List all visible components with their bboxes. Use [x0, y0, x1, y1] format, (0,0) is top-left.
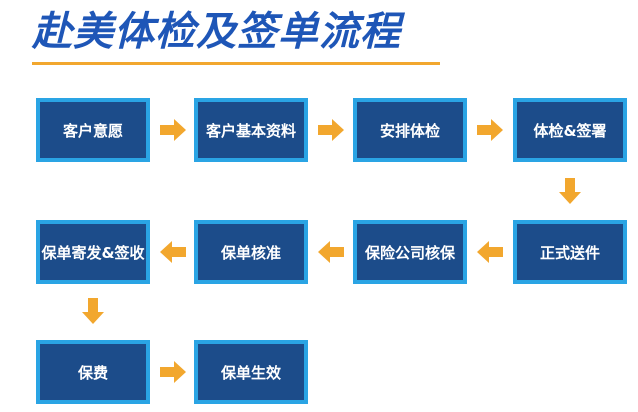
step-arrange-exam: 安排体检	[353, 98, 467, 162]
arrow-right-icon	[316, 115, 346, 145]
arrow-right-icon	[158, 357, 188, 387]
arrow-left-icon	[475, 237, 505, 267]
title-underline	[32, 62, 440, 65]
step-customer-intent: 客户意愿	[36, 98, 150, 162]
arrow-right-icon	[158, 115, 188, 145]
step-policy-delivery: 保单寄发&签收	[36, 220, 150, 284]
arrow-left-icon	[158, 237, 188, 267]
arrow-left-icon	[316, 237, 346, 267]
page-title: 赴美体检及签单流程	[32, 9, 401, 55]
step-policy-effective: 保单生效	[194, 340, 308, 404]
step-underwriting: 保险公司核保	[353, 220, 467, 284]
step-policy-approval: 保单核准	[194, 220, 308, 284]
step-customer-info: 客户基本资料	[194, 98, 308, 162]
arrow-down-icon	[78, 296, 108, 326]
step-formal-submission: 正式送件	[513, 220, 627, 284]
step-exam-sign: 体检&签署	[513, 98, 627, 162]
step-premium: 保费	[36, 340, 150, 404]
arrow-down-icon	[555, 176, 585, 206]
arrow-right-icon	[475, 115, 505, 145]
